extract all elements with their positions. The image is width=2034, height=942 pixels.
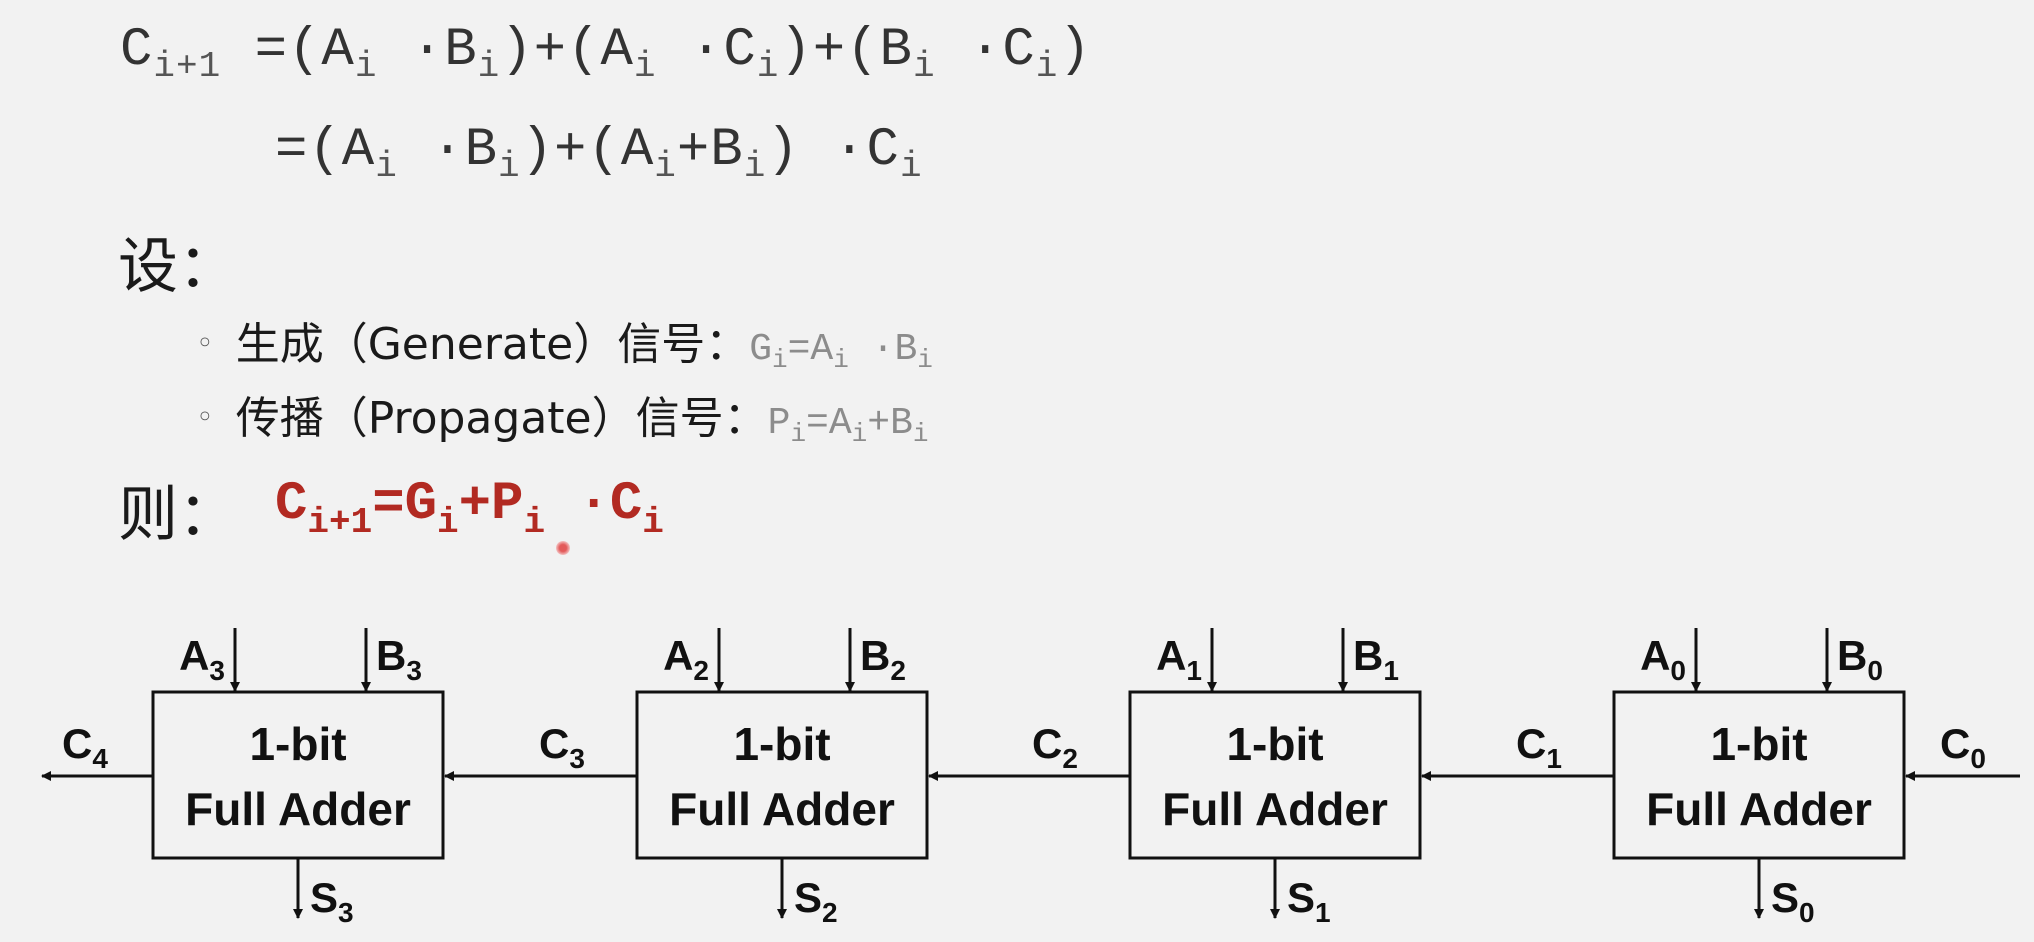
equation-line-2-rhs: =(Ai ·Bi)+(Ai+Bi) ·Ci [275, 120, 923, 187]
subscript: i [375, 146, 398, 187]
carry-in-label: C0 [1940, 720, 1986, 774]
then-label: 则： [118, 480, 238, 550]
subscript: i [912, 419, 929, 449]
carry-out-label: C4 [62, 720, 108, 774]
input-a-label: A2 [663, 632, 709, 686]
full-adder-label-line2: Full Adder [185, 783, 411, 835]
subscript: i [1035, 46, 1059, 87]
sum-output-label: S1 [1287, 874, 1331, 928]
bullet-marker: ◦ [196, 326, 214, 361]
equation-line-2: =(Ai ·Bi)+(Ai+Bi) ·Ci [275, 120, 923, 187]
subscript: i [354, 46, 378, 87]
bullet-generate: ◦ 生成（Generate）信号：Gi=Ai ·Bi [196, 308, 933, 375]
let-label: 设： [118, 232, 238, 302]
subscript: i [912, 46, 936, 87]
sum-output-label: S3 [310, 874, 354, 928]
subscript: i [833, 345, 849, 375]
full-adder-label-line2: Full Adder [1162, 783, 1388, 835]
bullet-propagate: ◦ 传播（Propagate）信号：Pi=Ai+Bi [196, 382, 928, 449]
input-b-label: B0 [1837, 632, 1883, 686]
subscript: i [743, 146, 767, 187]
full-adder-label-line2: Full Adder [669, 783, 895, 835]
full-adder-label-line2: Full Adder [1646, 783, 1872, 835]
subscript: i+1 [307, 502, 373, 543]
subscript: i [642, 502, 664, 543]
equation-line-1: Ci+1 =(Ai ·Bi)+(Ai ·Ci)+(Bi ·Ci) [120, 20, 1092, 87]
mouse-cursor-highlight [556, 541, 570, 555]
bullet-propagate-text: 传播（Propagate）信号： [235, 393, 768, 444]
subscript: i [477, 46, 501, 87]
subscript: i [498, 146, 521, 187]
subscript: i [437, 502, 459, 543]
subscript: i [917, 345, 933, 375]
carry-label: C2 [1032, 720, 1078, 774]
generate-formula: Gi=Ai ·Bi [749, 328, 933, 375]
propagate-formula: Pi=Ai+Bi [767, 402, 929, 449]
carry-result-formula: Ci+1=Gi+Pi ·Ci [275, 474, 664, 543]
input-a-label: A3 [179, 632, 225, 686]
subscript: i [899, 146, 923, 187]
subscript: i [851, 419, 868, 449]
full-adder-label-line1: 1-bit [249, 718, 346, 770]
input-a-label: A1 [1156, 632, 1202, 686]
subscript: i [654, 146, 677, 187]
input-a-label: A0 [1640, 632, 1686, 686]
input-b-label: B2 [860, 632, 906, 686]
bullet-generate-text: 生成（Generate）信号： [235, 319, 750, 370]
sum-output-label: S0 [1771, 874, 1815, 928]
full-adder-label-line1: 1-bit [733, 718, 830, 770]
subscript: i [523, 502, 546, 543]
carry-label: C3 [539, 720, 585, 774]
full-adder-label-line1: 1-bit [1226, 718, 1323, 770]
equation-line-1-rhs: =(Ai ·Bi)+(Ai ·Ci)+(Bi ·Ci) [221, 20, 1092, 87]
subscript: i [633, 46, 657, 87]
subscript: i [790, 419, 807, 449]
sum-output-label: S2 [794, 874, 838, 928]
subscript: i [772, 345, 788, 375]
input-b-label: B3 [376, 632, 422, 686]
full-adder-label-line1: 1-bit [1710, 718, 1807, 770]
carry-label: C1 [1516, 720, 1562, 774]
input-b-label: B1 [1353, 632, 1399, 686]
subscript: i [756, 46, 780, 87]
equation-lhs: Ci+1 [120, 20, 222, 87]
bullet-marker: ◦ [196, 400, 214, 435]
